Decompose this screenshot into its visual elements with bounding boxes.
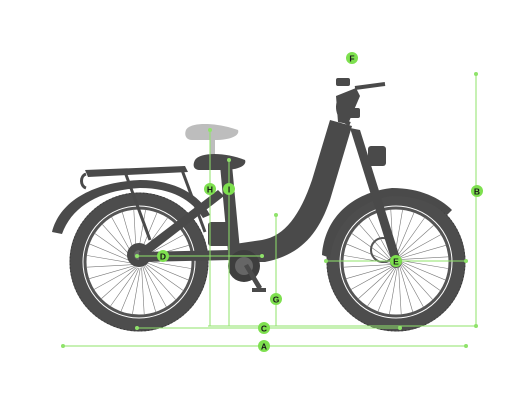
wheel-spoke bbox=[397, 217, 426, 257]
ebike-illustration bbox=[52, 78, 466, 332]
wheel-spoke bbox=[398, 224, 435, 257]
badge-e-label: E bbox=[393, 257, 399, 267]
wheel-spoke bbox=[144, 260, 192, 269]
wheel-spoke bbox=[350, 266, 393, 290]
wheel-spoke bbox=[86, 264, 134, 268]
wheel-spoke bbox=[366, 267, 395, 307]
wheel-spoke bbox=[401, 264, 434, 301]
front-fender bbox=[322, 188, 452, 258]
wheel-spoke bbox=[88, 265, 135, 280]
badge-d-label: D bbox=[160, 252, 166, 262]
badge-b-label: B bbox=[474, 187, 480, 197]
badge-c: C bbox=[258, 322, 270, 334]
wheel-spoke bbox=[401, 261, 446, 281]
wheel-spoke bbox=[400, 265, 424, 308]
wheel-spoke bbox=[94, 232, 134, 261]
seat bbox=[193, 154, 246, 170]
dimension-g bbox=[274, 213, 278, 326]
dimension-h bbox=[208, 128, 212, 326]
wheel-spoke bbox=[100, 267, 137, 300]
badge-a-label: A bbox=[261, 342, 267, 352]
rear-rack bbox=[80, 166, 207, 241]
badge-h-label: H bbox=[207, 185, 213, 195]
wheel-spoke bbox=[399, 266, 414, 313]
wheel-spoke bbox=[345, 265, 392, 280]
wheel-spoke bbox=[357, 267, 394, 300]
wheel-spoke bbox=[401, 263, 441, 292]
wheel-spoke bbox=[395, 212, 415, 257]
fork bbox=[350, 128, 400, 262]
crankset bbox=[228, 250, 266, 292]
wheel-spoke bbox=[142, 266, 157, 313]
headlight bbox=[368, 146, 386, 166]
seat-raised-ghost bbox=[185, 124, 239, 169]
badge-d: D bbox=[157, 250, 169, 262]
wheel-spoke bbox=[144, 264, 177, 301]
wheel-spoke bbox=[89, 243, 134, 263]
badge-g: G bbox=[270, 293, 282, 305]
wheel-spoke bbox=[143, 265, 167, 308]
wheel-spoke bbox=[343, 264, 391, 268]
wheel-spoke bbox=[346, 243, 391, 263]
wheel-spoke bbox=[132, 267, 141, 315]
frame bbox=[228, 120, 352, 262]
wheel-spoke bbox=[399, 234, 442, 258]
wheel-spoke bbox=[86, 255, 134, 264]
wheel-spoke bbox=[389, 267, 398, 315]
rear-fender bbox=[52, 180, 210, 234]
front-wheel bbox=[326, 192, 466, 332]
badge-a: A bbox=[258, 340, 270, 352]
badge-c-label: C bbox=[261, 324, 267, 334]
wheel-spoke bbox=[398, 267, 402, 315]
rear-wheel bbox=[69, 192, 209, 332]
badge-e: E bbox=[390, 255, 402, 267]
dimension-b bbox=[474, 72, 478, 328]
wheel-spoke bbox=[401, 256, 449, 260]
wheel-spoke bbox=[400, 244, 447, 259]
badge-f-label: F bbox=[349, 54, 354, 64]
wheel-spoke bbox=[141, 267, 145, 315]
wheel-spoke bbox=[377, 267, 397, 312]
wheel-spoke bbox=[144, 263, 184, 292]
badge-i: I bbox=[223, 183, 235, 195]
dimension-c bbox=[135, 325, 476, 330]
badge-h: H bbox=[204, 183, 216, 195]
wheel-spoke bbox=[144, 261, 189, 281]
wheel-spoke bbox=[401, 260, 449, 269]
badge-f: F bbox=[346, 52, 358, 64]
badge-b: B bbox=[471, 185, 483, 197]
wheel-spoke bbox=[120, 267, 140, 312]
wheel-spoke bbox=[109, 267, 138, 307]
badge-g-label: G bbox=[273, 295, 280, 305]
wheel-spoke bbox=[93, 266, 136, 290]
badge-i-label: I bbox=[228, 185, 230, 195]
